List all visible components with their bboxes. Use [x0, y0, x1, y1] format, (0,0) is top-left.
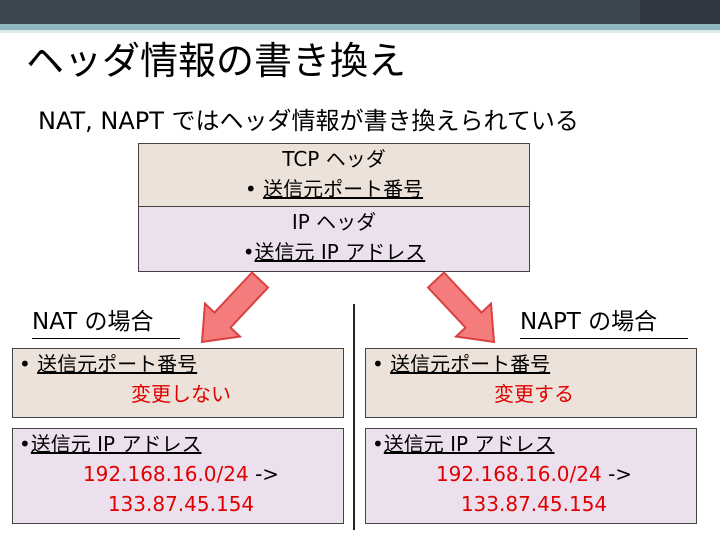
- bullet: •: [244, 177, 264, 201]
- nat-case-label: NAT の場合: [32, 306, 180, 339]
- nat-ip-from-row: 192.168.16.0/24 ->: [19, 459, 343, 489]
- ip-header-title: IP ヘッダ: [291, 210, 377, 234]
- nat-port-result: 変更しない: [131, 382, 231, 406]
- napt-ip-to: 133.87.45.154: [460, 492, 608, 516]
- napt-ip-box: •送信元 IP アドレス 192.168.16.0/24 -> 133.87.4…: [365, 428, 697, 524]
- nat-ip-to: 133.87.45.154: [107, 492, 255, 516]
- napt-port-result: 変更する: [494, 382, 574, 406]
- nat-ip-arrow: ->: [248, 462, 280, 486]
- ip-header-item-row: •送信元 IP アドレス: [139, 237, 529, 267]
- napt-port-box: • 送信元ポート番号 変更する: [365, 348, 697, 418]
- nat-ip-box: •送信元 IP アドレス 192.168.16.0/24 -> 133.87.4…: [12, 428, 344, 524]
- nat-ip-from: 192.168.16.0/24: [82, 462, 249, 486]
- header-bar-accent: [640, 0, 720, 24]
- nat-ip-item: 送信元 IP アドレス: [30, 432, 202, 456]
- slide-subtitle: NAT, NAPT ではヘッダ情報が書き換えられている: [38, 107, 579, 135]
- bullet: •: [372, 432, 384, 456]
- tcp-header-title: TCP ヘッダ: [282, 147, 386, 171]
- slide-title: ヘッダ情報の書き換え: [26, 39, 407, 83]
- tcp-source-port: 送信元ポート番号: [263, 177, 424, 201]
- bullet: •: [372, 352, 391, 376]
- nat-port-box: • 送信元ポート番号 変更しない: [12, 348, 344, 418]
- tcp-header-box: TCP ヘッダ • 送信元ポート番号: [138, 143, 530, 207]
- napt-ip-item: 送信元 IP アドレス: [383, 432, 555, 456]
- napt-port-row: • 送信元ポート番号: [372, 349, 696, 379]
- ip-source-address: 送信元 IP アドレス: [254, 240, 426, 264]
- ip-header-box: IP ヘッダ •送信元 IP アドレス: [138, 207, 530, 272]
- arrow-to-napt: [426, 271, 496, 344]
- bullet: •: [19, 352, 38, 376]
- header-stripe: [0, 24, 720, 30]
- bullet: •: [242, 240, 255, 264]
- napt-case-label: NAPT の場合: [520, 306, 688, 339]
- napt-ip-from: 192.168.16.0/24: [435, 462, 602, 486]
- nat-port-row: • 送信元ポート番号: [19, 349, 343, 379]
- column-divider: [353, 304, 355, 530]
- header-bar: [0, 0, 720, 24]
- nat-port-item: 送信元ポート番号: [37, 352, 198, 376]
- arrow-to-nat: [200, 271, 270, 344]
- napt-port-item: 送信元ポート番号: [390, 352, 551, 376]
- napt-ip-row: •送信元 IP アドレス: [372, 429, 696, 459]
- nat-ip-row: •送信元 IP アドレス: [19, 429, 343, 459]
- napt-ip-from-row: 192.168.16.0/24 ->: [372, 459, 696, 489]
- tcp-header-item-row: • 送信元ポート番号: [139, 174, 529, 204]
- bullet: •: [19, 432, 31, 456]
- header-stripe-light: [0, 30, 720, 33]
- napt-ip-arrow: ->: [601, 462, 633, 486]
